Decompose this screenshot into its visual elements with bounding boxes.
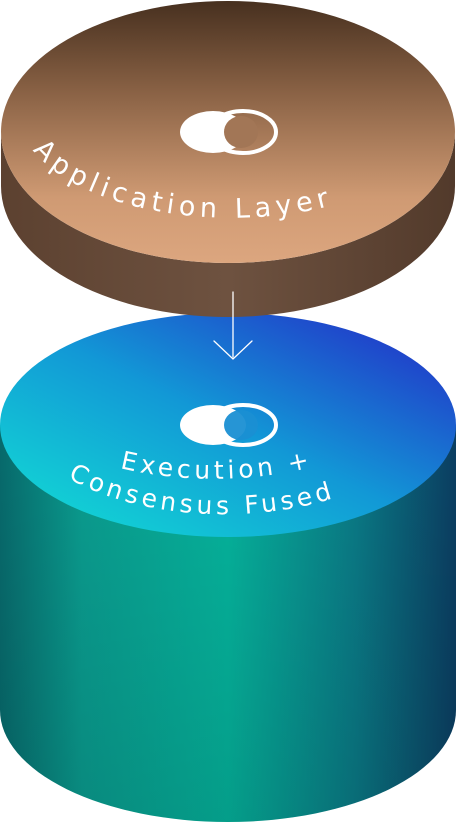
- top-disc-side: [1, 132, 455, 317]
- application-layer: Application Layer: [1, 1, 455, 317]
- base-layer: Execution + Consensus Fused: [0, 313, 456, 822]
- overlap-circles-logo-icon: [180, 109, 278, 155]
- overlap-circles-logo-icon: [180, 403, 278, 447]
- base-cylinder-side-shade: [0, 425, 456, 822]
- down-arrow-icon: [213, 291, 253, 360]
